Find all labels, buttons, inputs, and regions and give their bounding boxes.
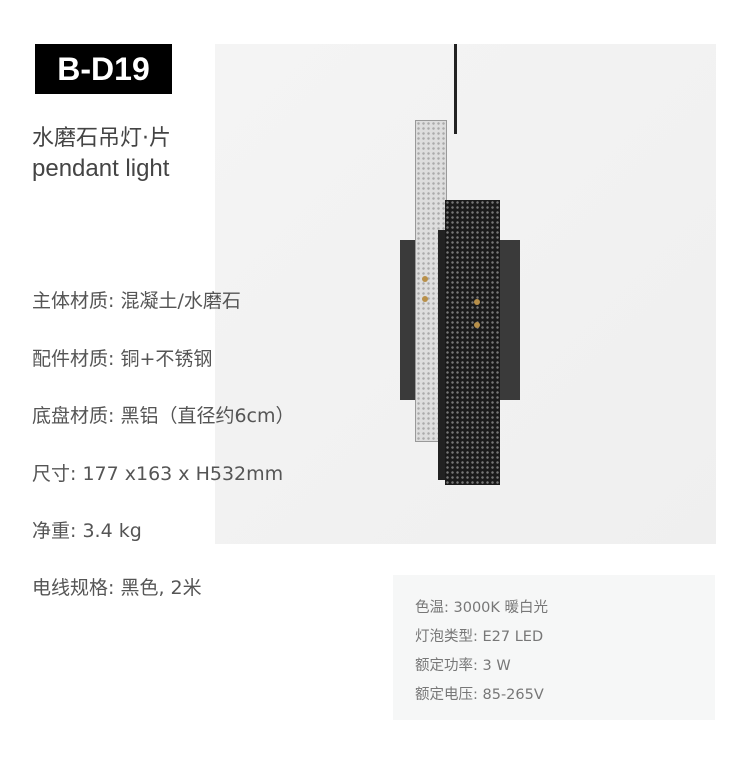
spec-cable: 电线规格: 黑色, 2米 (32, 577, 202, 599)
product-title-cn: 水磨石吊灯·片 (32, 126, 171, 151)
spec-power: 额定功率: 3 W (415, 658, 511, 674)
spec-main-material: 主体材质: 混凝土/水磨石 (32, 290, 241, 312)
product-title-en: pendant light (32, 155, 170, 182)
spec-fitting-material: 配件材质: 铜+不锈钢 (32, 348, 213, 370)
brass-fitting (474, 322, 480, 328)
brass-fitting (422, 296, 428, 302)
spec-base-material: 底盘材质: 黑铝（直径约6cm） (32, 405, 295, 427)
spec-voltage: 额定电压: 85-265V (415, 687, 544, 703)
spec-color-temp: 色温: 3000K 暖白光 (415, 600, 549, 616)
spec-dimensions: 尺寸: 177 x163 x H532mm (32, 463, 284, 485)
brass-fitting (422, 276, 428, 282)
product-photo (215, 44, 716, 544)
lamp-dark-panel (445, 200, 500, 485)
spec-weight: 净重: 3.4 kg (32, 520, 142, 542)
product-code-badge: B-D19 (35, 44, 172, 94)
electrical-specs-box: 色温: 3000K 暖白光 灯泡类型: E27 LED 额定功率: 3 W 额定… (393, 575, 715, 720)
lamp-cable (454, 44, 457, 134)
spec-bulb-type: 灯泡类型: E27 LED (415, 629, 544, 645)
brass-fitting (474, 299, 480, 305)
